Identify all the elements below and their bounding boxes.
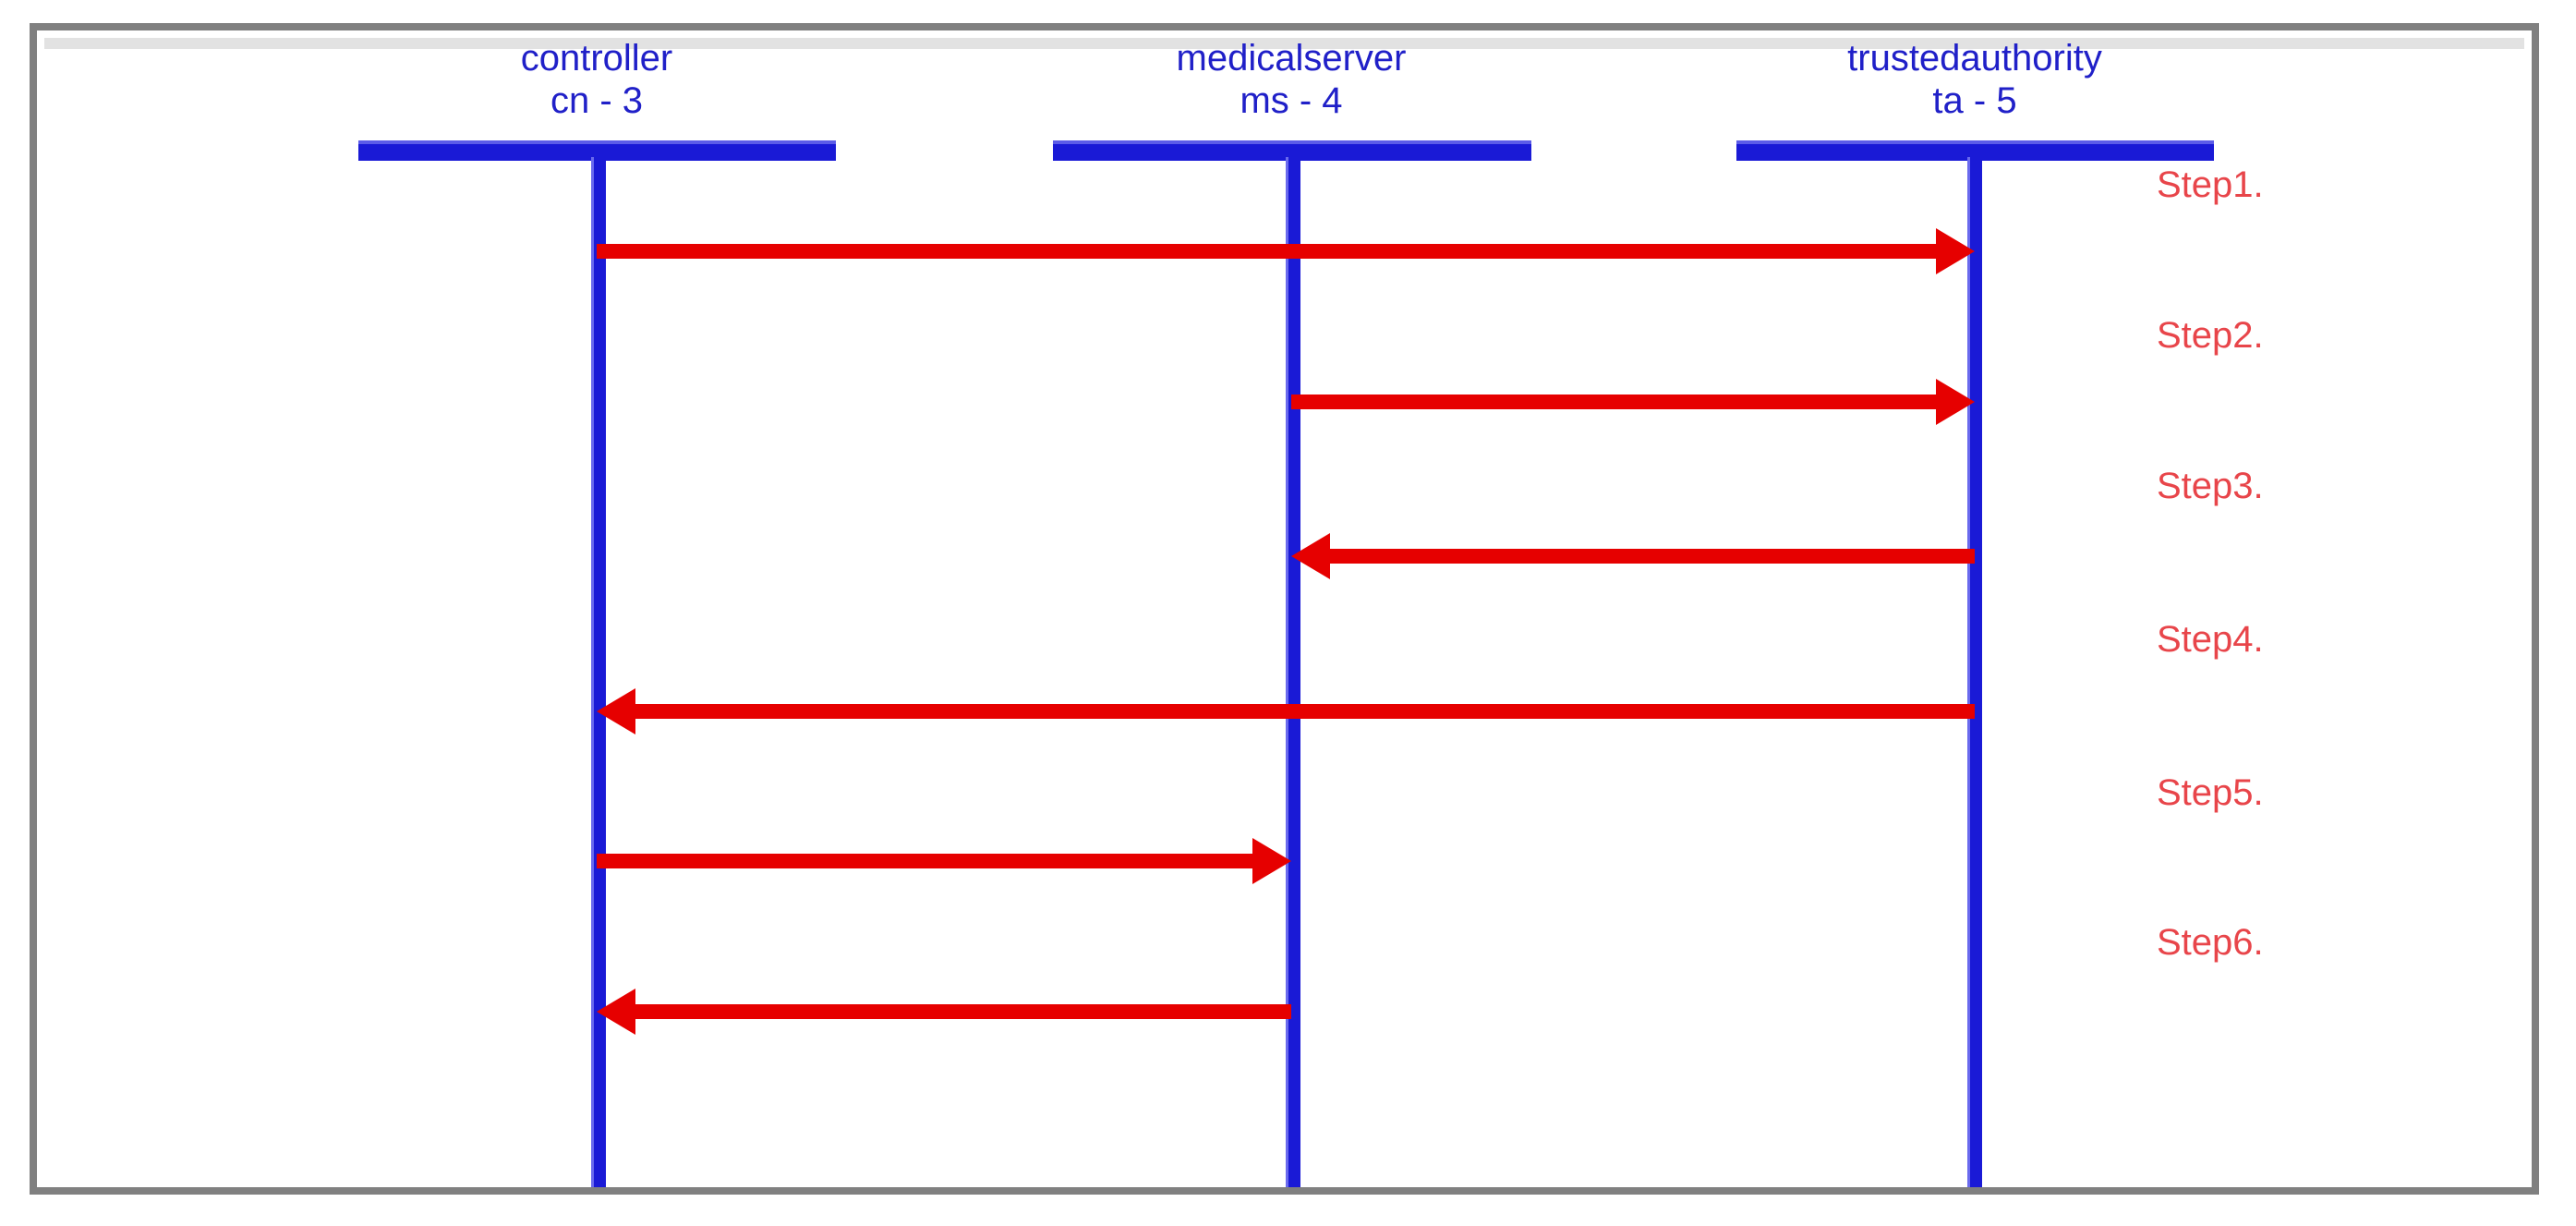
message-arrow-step3-head [1291, 533, 1330, 579]
message-arrow-step4-head [597, 688, 635, 734]
lifeline-controller-label: controller cn - 3 [320, 37, 874, 122]
message-arrow-step1-head [1936, 228, 1975, 274]
message-arrow-step4-line [635, 704, 1975, 719]
message-arrow-step6-line [635, 1004, 1291, 1019]
lifeline-trustedauthority-head-bar [1736, 140, 2214, 161]
diagram-frame [30, 23, 2539, 1195]
lifeline-medicalserver-head-bar [1053, 140, 1531, 161]
lifeline-trustedauthority-name: trustedauthority [1847, 38, 2102, 79]
lifeline-medicalserver-stem [1286, 157, 1300, 1187]
step-label-4: Step4. [2157, 619, 2264, 660]
message-arrow-step1-line [597, 244, 1938, 259]
lifeline-trustedauthority-stem [1967, 157, 1982, 1187]
message-arrow-step5-head [1252, 838, 1291, 884]
step-label-2: Step2. [2157, 315, 2264, 356]
lifeline-controller-stem [591, 157, 606, 1187]
frame-top-strip [44, 38, 2524, 49]
message-arrow-step2-line [1291, 395, 1938, 409]
lifeline-controller-name: controller [520, 38, 673, 79]
step-label-1: Step1. [2157, 164, 2264, 205]
message-arrow-step2-head [1936, 379, 1975, 425]
message-arrow-step3-line [1330, 549, 1975, 564]
lifeline-medicalserver-name: medicalserver [1176, 38, 1407, 79]
step-label-5: Step5. [2157, 772, 2264, 813]
message-arrow-step6-head [597, 989, 635, 1035]
step-label-6: Step6. [2157, 922, 2264, 963]
lifeline-medicalserver-label: medicalserver ms - 4 [1014, 37, 1568, 122]
lifeline-trustedauthority-label: trustedauthority ta - 5 [1698, 37, 2252, 122]
step-label-3: Step3. [2157, 466, 2264, 506]
lifeline-trustedauthority-alias: ta - 5 [1932, 80, 2017, 121]
message-arrow-step5-line [597, 854, 1252, 868]
lifeline-controller-head-bar [358, 140, 836, 161]
lifeline-medicalserver-alias: ms - 4 [1240, 80, 1343, 121]
lifeline-controller-alias: cn - 3 [550, 80, 644, 121]
